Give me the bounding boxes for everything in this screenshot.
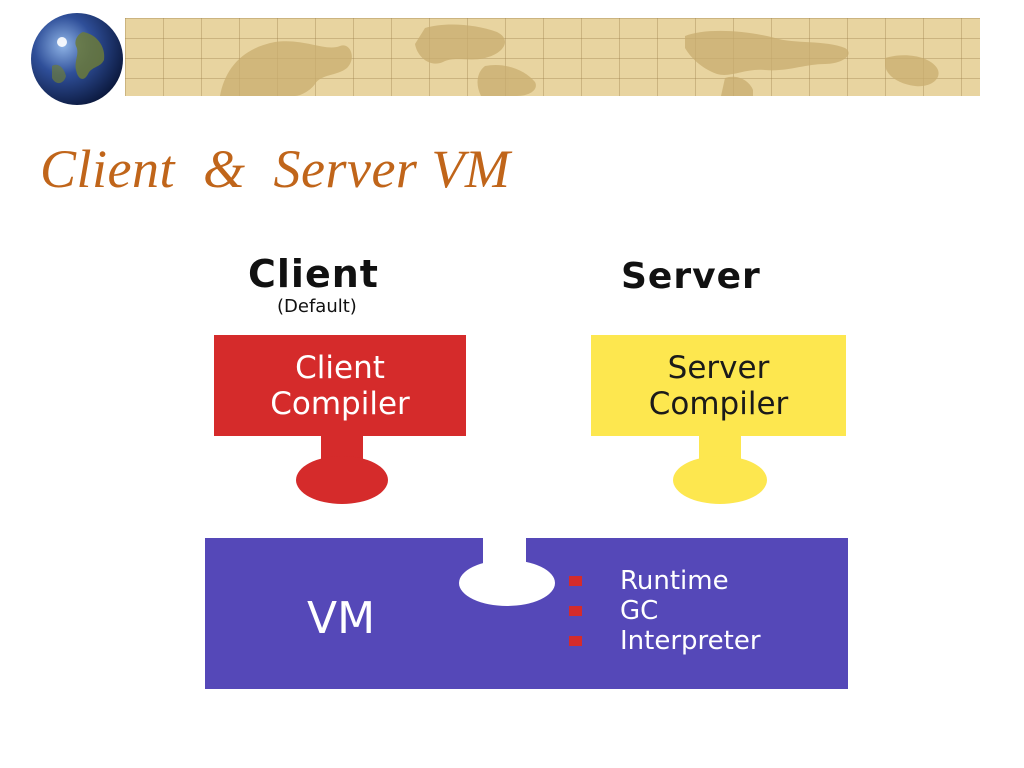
world-map-banner-icon	[125, 18, 980, 96]
slide-title: Client & Server VM	[40, 139, 511, 199]
globe-icon	[28, 10, 126, 108]
vm-component-item: Runtime	[567, 566, 761, 596]
vm-component-label: Interpreter	[620, 626, 761, 656]
server-heading: Server	[621, 256, 761, 297]
vm-component-label: Runtime	[620, 566, 729, 596]
client-compiler-box: Client Compiler	[214, 335, 466, 436]
vm-box: VM Runtime GC Interpreter	[205, 538, 848, 689]
client-compiler-plug	[296, 436, 388, 504]
vm-component-list: Runtime GC Interpreter	[567, 566, 761, 656]
vm-component-label: GC	[620, 596, 659, 626]
vm-socket	[459, 560, 555, 606]
bullet-icon	[569, 576, 582, 586]
server-compiler-box: Server Compiler	[591, 335, 846, 436]
bullet-icon	[569, 636, 582, 646]
client-default-note: (Default)	[277, 296, 357, 317]
bullet-icon	[569, 606, 582, 616]
client-heading: Client	[248, 252, 379, 296]
vm-component-item: GC	[567, 596, 761, 626]
vm-component-item: Interpreter	[567, 626, 761, 656]
server-compiler-plug	[673, 436, 767, 504]
vm-label: VM	[307, 593, 376, 644]
